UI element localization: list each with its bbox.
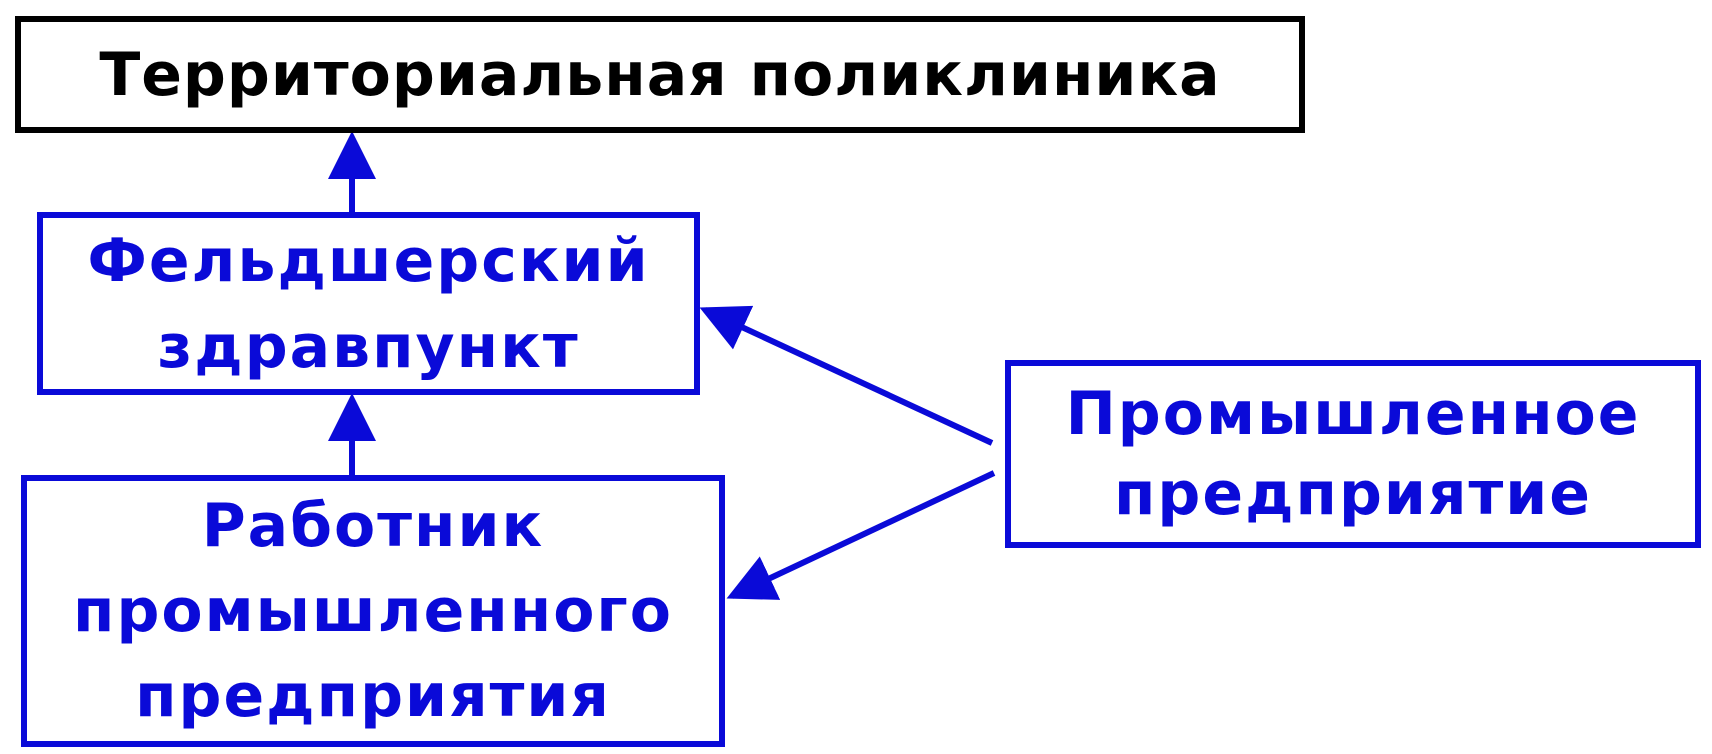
node-label-line: Фельдшерский — [87, 225, 650, 296]
node-label-line: Промышленное — [1065, 379, 1641, 449]
node-label: Территориальная поликлиника — [99, 39, 1221, 110]
node-territorial-polyclinic: Территориальная поликлиника — [15, 16, 1305, 133]
node-label-line: промышленного — [73, 575, 673, 646]
node-feldsher-health-post: Фельдшерский здравпункт — [37, 212, 700, 395]
node-industrial-enterprise: Промышленное предприятие — [1005, 360, 1701, 548]
node-label-line: предприятие — [1113, 459, 1593, 529]
arrow-enterprise-to-worker — [726, 470, 996, 600]
node-label-line: предприятия — [135, 660, 611, 731]
node-label-line: Работник — [201, 490, 545, 561]
node-label-line: здравпункт — [157, 311, 580, 382]
arrow-enterprise-to-feldsher — [699, 305, 994, 446]
node-industrial-worker: Работник промышленного предприятия — [21, 475, 725, 747]
